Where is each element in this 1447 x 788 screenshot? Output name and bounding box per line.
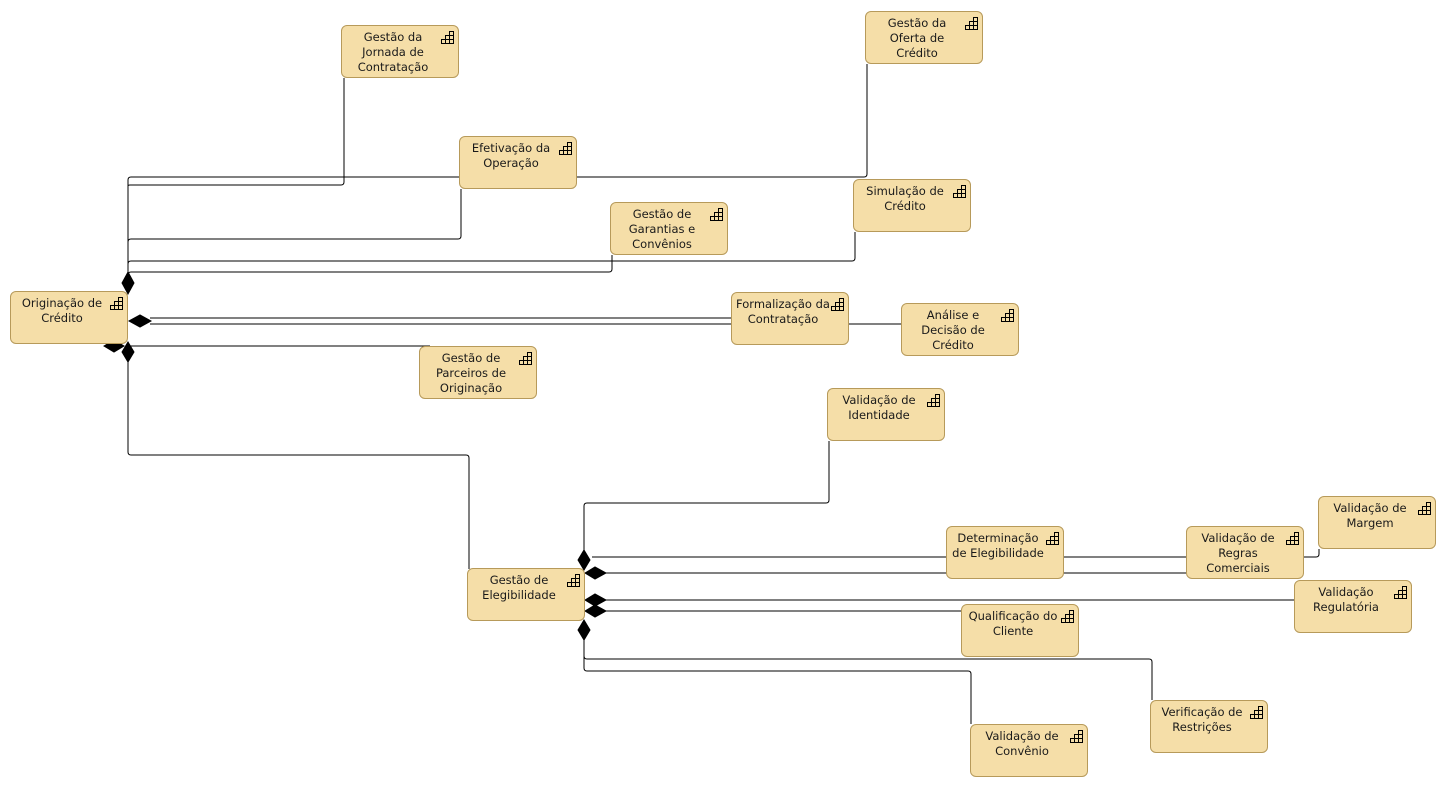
capability-icon [1394, 586, 1407, 599]
node-regras[interactable]: Validação de Regras Comerciais [1186, 526, 1304, 579]
edge-elegibilidade-identidade[interactable] [583, 441, 830, 550]
node-label: Determinação de Elegibilidade [952, 531, 1044, 560]
node-formalizacao[interactable]: Formalização da Contratação [731, 292, 849, 345]
capability-icon [1286, 532, 1299, 545]
capability-icon [1046, 532, 1059, 545]
node-determinacao[interactable]: Determinação de Elegibilidade [946, 526, 1064, 579]
node-label: Originação de Crédito [21, 296, 103, 325]
node-restricoes[interactable]: Verificação de Restrições [1150, 700, 1268, 753]
edge-originacao-garantias[interactable] [127, 255, 613, 276]
capability-icon [1001, 309, 1014, 322]
composition-diamond [584, 593, 608, 607]
capability-icon [1418, 502, 1431, 515]
capability-icon [1061, 610, 1074, 623]
composition-diamond [584, 566, 608, 580]
node-label: Análise e Decisão de Crédito [921, 308, 985, 352]
composition-diamond [584, 604, 608, 618]
node-regulatoria[interactable]: Validação Regulatória [1294, 580, 1412, 633]
node-originacao[interactable]: Originação de Crédito [10, 291, 128, 344]
edge-originacao-simulacao[interactable] [127, 232, 856, 272]
capability-icon [965, 17, 978, 30]
node-jornada[interactable]: Gestão da Jornada de Contratação [341, 25, 459, 78]
node-label: Gestão de Garantias e Convênios [628, 207, 696, 251]
node-label: Validação de Convênio [985, 729, 1059, 758]
node-simulacao[interactable]: Simulação de Crédito [853, 179, 971, 232]
node-label: Efetivação da Operação [471, 141, 551, 170]
node-analise[interactable]: Análise e Decisão de Crédito [901, 303, 1019, 356]
capability-icon [927, 394, 940, 407]
capability-icon [559, 142, 572, 155]
capability-icon [710, 208, 723, 221]
capability-icon [110, 297, 123, 310]
composition-diamond [577, 619, 591, 641]
node-parceiros[interactable]: Gestão de Parceiros de Originação [419, 346, 537, 399]
node-label: Gestão de Parceiros de Originação [435, 351, 507, 395]
edge-originacao-efetivacao[interactable] [127, 189, 462, 272]
node-efetivacao[interactable]: Efetivação da Operação [459, 136, 577, 189]
capability-icon [1250, 706, 1263, 719]
node-label: Validação de Margem [1333, 501, 1407, 530]
edge-originacao-elegibilidade[interactable] [127, 362, 470, 569]
node-label: Validação de Identidade [842, 393, 916, 422]
composition-diamond [121, 270, 135, 296]
capability-icon [519, 352, 532, 365]
node-label: Gestão de Elegibilidade [482, 573, 556, 602]
capability-icon [953, 185, 966, 198]
node-label: Gestão da Jornada de Contratação [357, 30, 429, 74]
node-garantias[interactable]: Gestão de Garantias e Convênios [610, 202, 728, 255]
capability-icon [567, 574, 580, 587]
node-margem[interactable]: Validação de Margem [1318, 496, 1436, 549]
edge-originacao-jornada[interactable] [127, 78, 345, 272]
capability-icon [831, 298, 844, 311]
edge-elegibilidade-margem[interactable] [592, 549, 1320, 558]
node-qualificacao[interactable]: Qualificação do Cliente [961, 604, 1079, 657]
node-label: Validação Regulatória [1313, 585, 1379, 614]
node-label: Formalização da Contratação [736, 297, 830, 326]
composition-diamond [121, 341, 135, 363]
node-label: Qualificação do Cliente [968, 609, 1058, 638]
node-convenio[interactable]: Validação de Convênio [970, 724, 1088, 777]
node-oferta[interactable]: Gestão da Oferta de Crédito [865, 11, 983, 64]
edge-elegibilidade-convenio[interactable] [583, 640, 972, 724]
node-label: Simulação de Crédito [866, 184, 944, 213]
capability-icon [441, 31, 454, 44]
node-elegibilidade[interactable]: Gestão de Elegibilidade [467, 568, 585, 621]
composition-diamond [127, 314, 153, 328]
node-label: Gestão da Oferta de Crédito [887, 16, 947, 60]
capability-icon [1070, 730, 1083, 743]
node-label: Verificação de Restrições [1161, 705, 1243, 734]
node-identidade[interactable]: Validação de Identidade [827, 388, 945, 441]
composition-diamond [577, 549, 591, 571]
node-label: Validação de Regras Comerciais [1201, 531, 1275, 575]
